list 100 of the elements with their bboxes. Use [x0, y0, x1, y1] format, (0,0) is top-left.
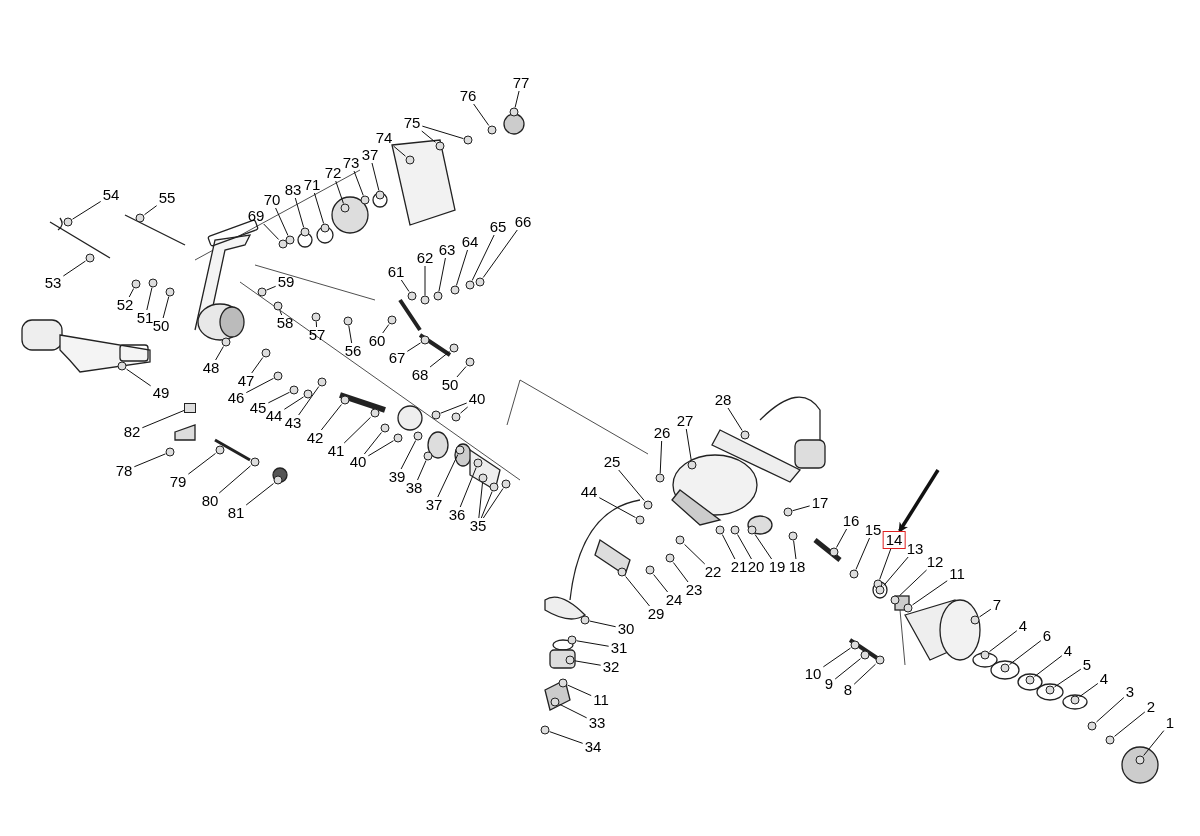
leader-line	[793, 540, 797, 560]
round-part	[509, 107, 519, 117]
leader-line	[514, 90, 520, 108]
leader-line	[406, 342, 421, 352]
callout-number: 76	[457, 88, 479, 104]
leader-line	[1079, 682, 1099, 698]
leader-line	[438, 257, 446, 292]
leader-line	[126, 368, 152, 387]
leader-line	[400, 279, 410, 292]
callout-number: 77	[510, 75, 532, 91]
round-part	[1070, 695, 1080, 705]
round-part	[420, 295, 430, 305]
leader-line	[576, 640, 610, 647]
round-part	[478, 473, 488, 483]
callout-number: 15	[862, 522, 884, 538]
callout-number: 48	[200, 360, 222, 376]
round-part	[687, 460, 697, 470]
callout-number: 43	[282, 415, 304, 431]
round-part	[131, 279, 141, 289]
callout-number: 69	[245, 208, 267, 224]
leader-line	[834, 658, 861, 680]
leader-line	[1096, 697, 1125, 723]
leader-line	[653, 574, 669, 593]
leader-line	[313, 192, 325, 224]
leader-line	[263, 223, 280, 240]
callout-number: 71	[301, 177, 323, 193]
leader-line	[315, 321, 318, 328]
round-part	[565, 655, 575, 665]
leader-line	[421, 130, 436, 143]
round-part	[393, 433, 403, 443]
round-part	[747, 525, 757, 535]
callout-number: 36	[446, 507, 468, 523]
callout-number: 11	[947, 566, 967, 582]
callout-number: 82	[121, 424, 143, 440]
round-part	[875, 585, 885, 595]
leader-line	[421, 125, 464, 140]
round-part	[1025, 675, 1035, 685]
callout-number: 60	[366, 333, 388, 349]
leader-line	[685, 428, 692, 461]
leader-line	[1114, 711, 1146, 737]
leader-line	[754, 534, 773, 560]
leader-line	[162, 296, 170, 319]
callout-number: 7	[990, 597, 1004, 613]
callout-number: 9	[822, 676, 836, 692]
callout-number: 5	[1080, 657, 1094, 673]
round-part	[278, 239, 288, 249]
callout-number: 64	[459, 234, 481, 250]
round-part	[117, 361, 127, 371]
leader-line	[473, 103, 490, 126]
leader-line	[659, 440, 663, 474]
callout-number: 62	[414, 250, 436, 266]
round-part	[655, 473, 665, 483]
leader-line	[549, 731, 584, 744]
callout-number: 33	[586, 715, 608, 731]
round-part	[473, 458, 483, 468]
round-part	[617, 567, 627, 577]
leader-line	[899, 569, 928, 597]
leader-line	[478, 482, 484, 519]
leader-line	[72, 201, 102, 220]
round-part	[783, 507, 793, 517]
callout-number: 28	[712, 392, 734, 408]
round-part	[135, 213, 145, 223]
callout-number: 46	[225, 390, 247, 406]
round-part	[360, 195, 370, 205]
round-part	[730, 525, 740, 535]
round-part	[273, 475, 283, 485]
leader-line	[348, 325, 353, 344]
round-part	[455, 445, 465, 455]
leader-line	[855, 537, 871, 570]
round-part	[431, 410, 441, 420]
leader-line	[598, 497, 636, 519]
callout-number: 6	[1040, 628, 1054, 644]
callout-number: 79	[167, 474, 189, 490]
callout-number: 49	[150, 385, 172, 401]
round-part	[465, 280, 475, 290]
leader-line	[721, 534, 736, 560]
round-part	[1045, 685, 1055, 695]
leader-line	[146, 287, 153, 311]
round-part	[273, 371, 283, 381]
leader-line	[460, 406, 469, 414]
round-part	[665, 553, 675, 563]
callout-number: 19	[766, 559, 788, 575]
leader-line	[459, 467, 477, 508]
callout-number: 68	[409, 367, 431, 383]
callout-number: 80	[199, 493, 221, 509]
round-part	[890, 595, 900, 605]
callout-number: 11	[591, 692, 611, 708]
leader-line	[455, 249, 468, 286]
leader-line	[62, 260, 86, 277]
round-part	[340, 395, 350, 405]
round-part	[740, 430, 750, 440]
round-part	[450, 285, 460, 295]
callout-number: 1	[1163, 715, 1177, 731]
leader-line	[283, 396, 304, 410]
round-part	[420, 335, 430, 345]
leader-line	[567, 684, 592, 697]
round-part	[645, 565, 655, 575]
leader-line	[279, 310, 283, 316]
round-part	[860, 650, 870, 660]
callout-number: 37	[423, 497, 445, 513]
